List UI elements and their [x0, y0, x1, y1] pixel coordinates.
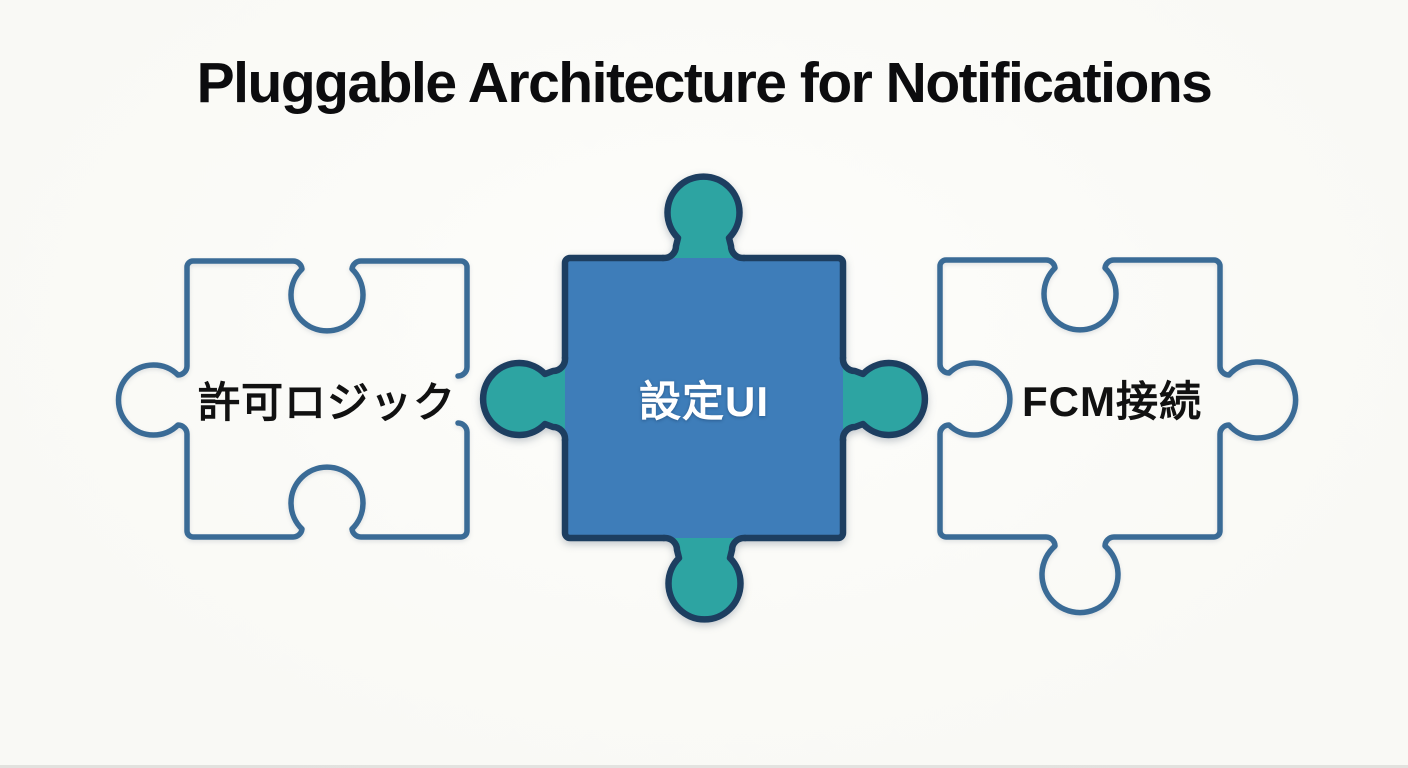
- right-puzzle-piece: [937, 257, 1299, 616]
- center-knob-top-icon: [659, 173, 748, 262]
- center-knob-bottom-icon: [660, 534, 749, 623]
- center-puzzle-piece: [479, 173, 929, 623]
- center-piece-outline: [561, 254, 847, 542]
- center-knob-left-icon: [479, 354, 569, 444]
- left-puzzle-piece-shape: [115, 258, 470, 540]
- right-puzzle-piece-shape: [937, 257, 1299, 616]
- left-puzzle-piece: [115, 258, 470, 540]
- center-piece-body: [565, 258, 843, 538]
- center-knob-right-icon: [839, 354, 929, 444]
- diagram-title: Pluggable Architecture for Notifications: [196, 51, 1213, 115]
